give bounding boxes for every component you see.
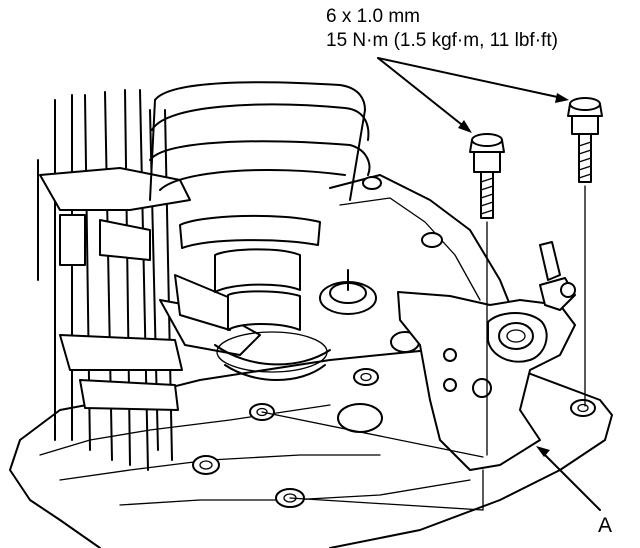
pin-boss <box>319 269 377 315</box>
callout-a-leader <box>536 446 601 511</box>
shift-fork-brackets <box>39 167 261 411</box>
spec-leader-arrows <box>377 57 569 133</box>
callout-a-label: A <box>598 514 613 537</box>
gear-shaft-assembly <box>149 81 371 381</box>
bolt-centerlines <box>261 185 586 511</box>
bolt-right <box>567 97 603 183</box>
torque-spec-label: 15 N·m (1.5 kgf·m, 11 lbf·ft) <box>326 30 558 51</box>
bolt-left <box>469 133 505 219</box>
bolt-size-label: 6 x 1.0 mm <box>326 6 420 27</box>
